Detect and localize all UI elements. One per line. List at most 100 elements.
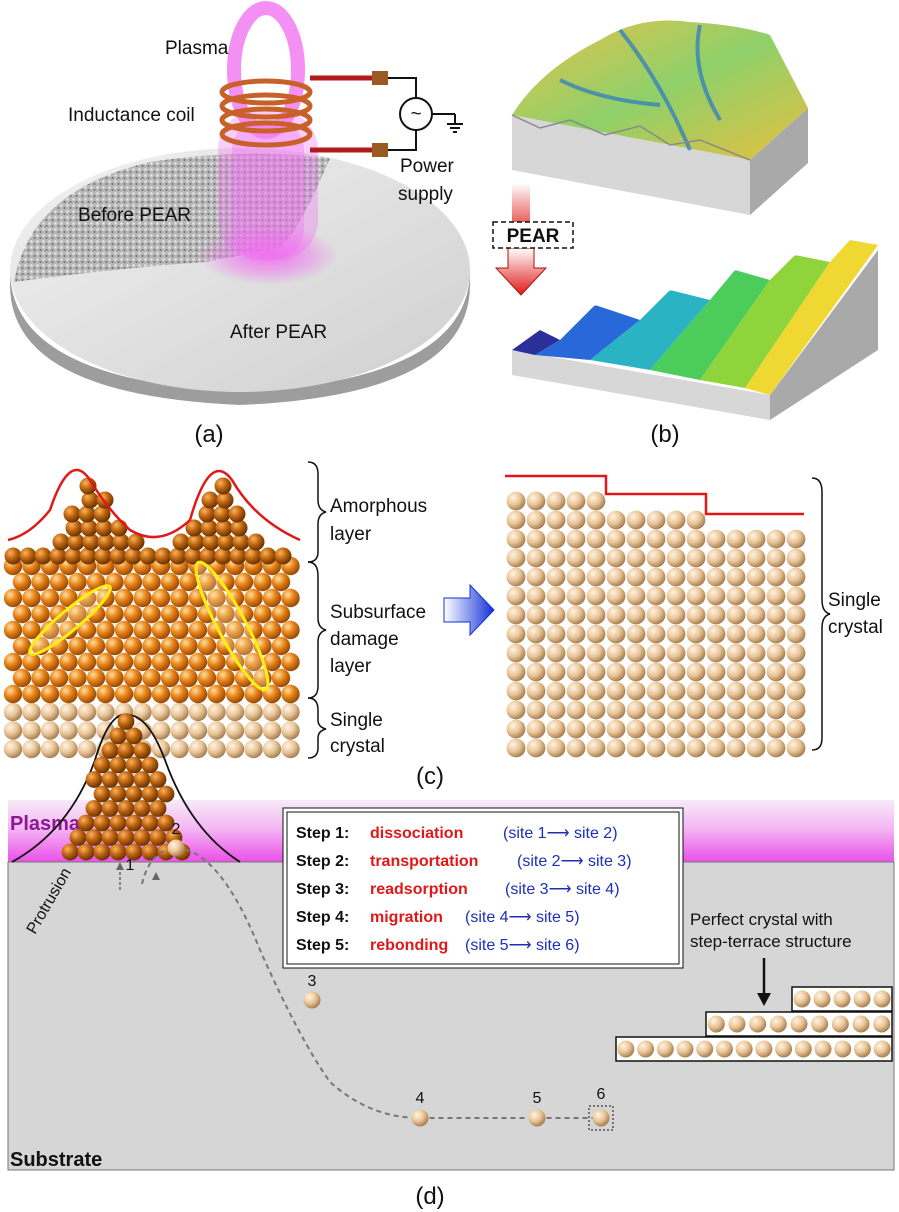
crystal-atom <box>766 586 786 606</box>
crystal-atom <box>746 719 766 739</box>
crystal-atom <box>3 702 23 722</box>
crystal-atom <box>646 624 666 644</box>
damage-atom <box>244 588 263 608</box>
crystal-atom <box>546 529 566 549</box>
crystal-atom <box>546 681 566 701</box>
protrusion-atom <box>157 814 175 832</box>
crystal-atom <box>546 605 566 625</box>
crystal-atom <box>586 719 606 739</box>
amorphous-atom <box>49 547 67 565</box>
crystal-atom <box>686 510 706 530</box>
label-substrate: Substrate <box>10 1149 102 1171</box>
damage-atom <box>133 588 152 608</box>
damage-atom <box>179 636 198 656</box>
label-before-pear: Before PEAR <box>78 205 191 226</box>
crystal-atom <box>586 738 606 758</box>
damage-atom <box>151 684 171 704</box>
crystal-atom <box>77 721 97 740</box>
crystal-atom <box>766 605 786 625</box>
circuit-wires <box>310 75 372 153</box>
crystal-atom <box>786 624 806 644</box>
crystal-atom <box>726 662 746 682</box>
damage-atom <box>197 572 217 592</box>
damage-atom <box>12 572 32 592</box>
label-single: Single <box>330 710 383 731</box>
step-key-4: Step 4: <box>296 909 349 926</box>
crystal-atom <box>526 510 546 530</box>
crystal-atom <box>686 548 706 568</box>
step-sites-2: (site 2⟶ site 3) <box>517 853 632 870</box>
transform-arrow-icon <box>443 583 495 637</box>
crystal-atom <box>151 721 171 740</box>
damage-atom <box>179 604 198 624</box>
crystal-atom <box>40 702 60 722</box>
crystal-atom <box>546 548 566 568</box>
svg-text:~: ~ <box>410 104 421 125</box>
crystal-atom <box>586 567 606 587</box>
protrusion-atoms <box>61 713 191 861</box>
crystal-atom <box>606 643 626 663</box>
crystal-atom <box>786 548 806 568</box>
protrusion-atom <box>77 814 95 832</box>
step-key-3: Step 3: <box>296 881 349 898</box>
crystal-atom <box>666 662 686 682</box>
stepped-surface-line <box>505 474 804 516</box>
panel-a: ~ Plasma Inductance coil Power supply Be… <box>10 1 470 448</box>
crystal-atom <box>59 721 78 740</box>
crystal-atom <box>786 662 806 682</box>
protrusion-atom <box>141 756 159 774</box>
terrace-atom <box>794 1040 812 1058</box>
crystal-atom <box>606 510 626 530</box>
crystal-atom <box>506 662 526 682</box>
step-verb-1: dissociation <box>370 825 463 842</box>
amorphous-atom <box>228 505 246 523</box>
crystal-atom <box>506 605 526 625</box>
protrusion-atom <box>125 756 143 774</box>
crystal-atom <box>40 721 60 740</box>
damage-atom <box>96 684 115 704</box>
amorphous-atom <box>64 547 82 565</box>
crystal-atom <box>506 738 526 758</box>
damage-atom <box>68 572 87 592</box>
crystal-atom <box>225 739 245 759</box>
crystal-atom <box>706 681 726 701</box>
damage-atom <box>151 588 171 608</box>
terrace-atom <box>790 1015 808 1033</box>
damage-atom <box>234 572 254 592</box>
damage-atom <box>262 652 282 672</box>
protrusion-atom <box>101 742 119 759</box>
amorphous-atom <box>34 547 52 565</box>
damage-atom <box>86 636 106 656</box>
crystal-atom <box>133 702 152 722</box>
crystal-atom <box>726 681 746 701</box>
crystal-atom <box>546 662 566 682</box>
crystal-atom <box>746 586 766 606</box>
crystal-atom <box>766 567 786 587</box>
crystal-atom <box>726 719 746 739</box>
crystal-atom <box>566 738 586 758</box>
site-number-2: 2 <box>172 821 181 838</box>
amorphous-atom <box>52 533 70 551</box>
inductance-coil <box>219 78 313 148</box>
terrace-atom <box>873 990 891 1008</box>
damage-atom <box>86 604 106 624</box>
protrusion-atom <box>101 771 119 788</box>
label-damage-layer: layer <box>330 656 372 677</box>
crystal-atom <box>586 643 606 663</box>
crystal-atom <box>706 719 726 739</box>
crystal-atom <box>626 586 646 606</box>
damage-atom <box>40 620 60 640</box>
terrace-atom <box>637 1040 655 1058</box>
pear-arrow-icon <box>494 247 548 296</box>
crystal-atom <box>586 548 606 568</box>
crystal-atom <box>706 548 726 568</box>
damage-atom <box>77 620 97 640</box>
step-terrace-crystal <box>615 986 893 1062</box>
crystal-atom <box>586 491 606 511</box>
damage-atom <box>170 652 189 672</box>
crystal-atom <box>746 624 766 644</box>
label-pear: PEAR <box>507 226 560 247</box>
crystal-atom <box>726 738 746 758</box>
damage-atom <box>3 652 23 672</box>
crystal-atom <box>546 624 566 644</box>
